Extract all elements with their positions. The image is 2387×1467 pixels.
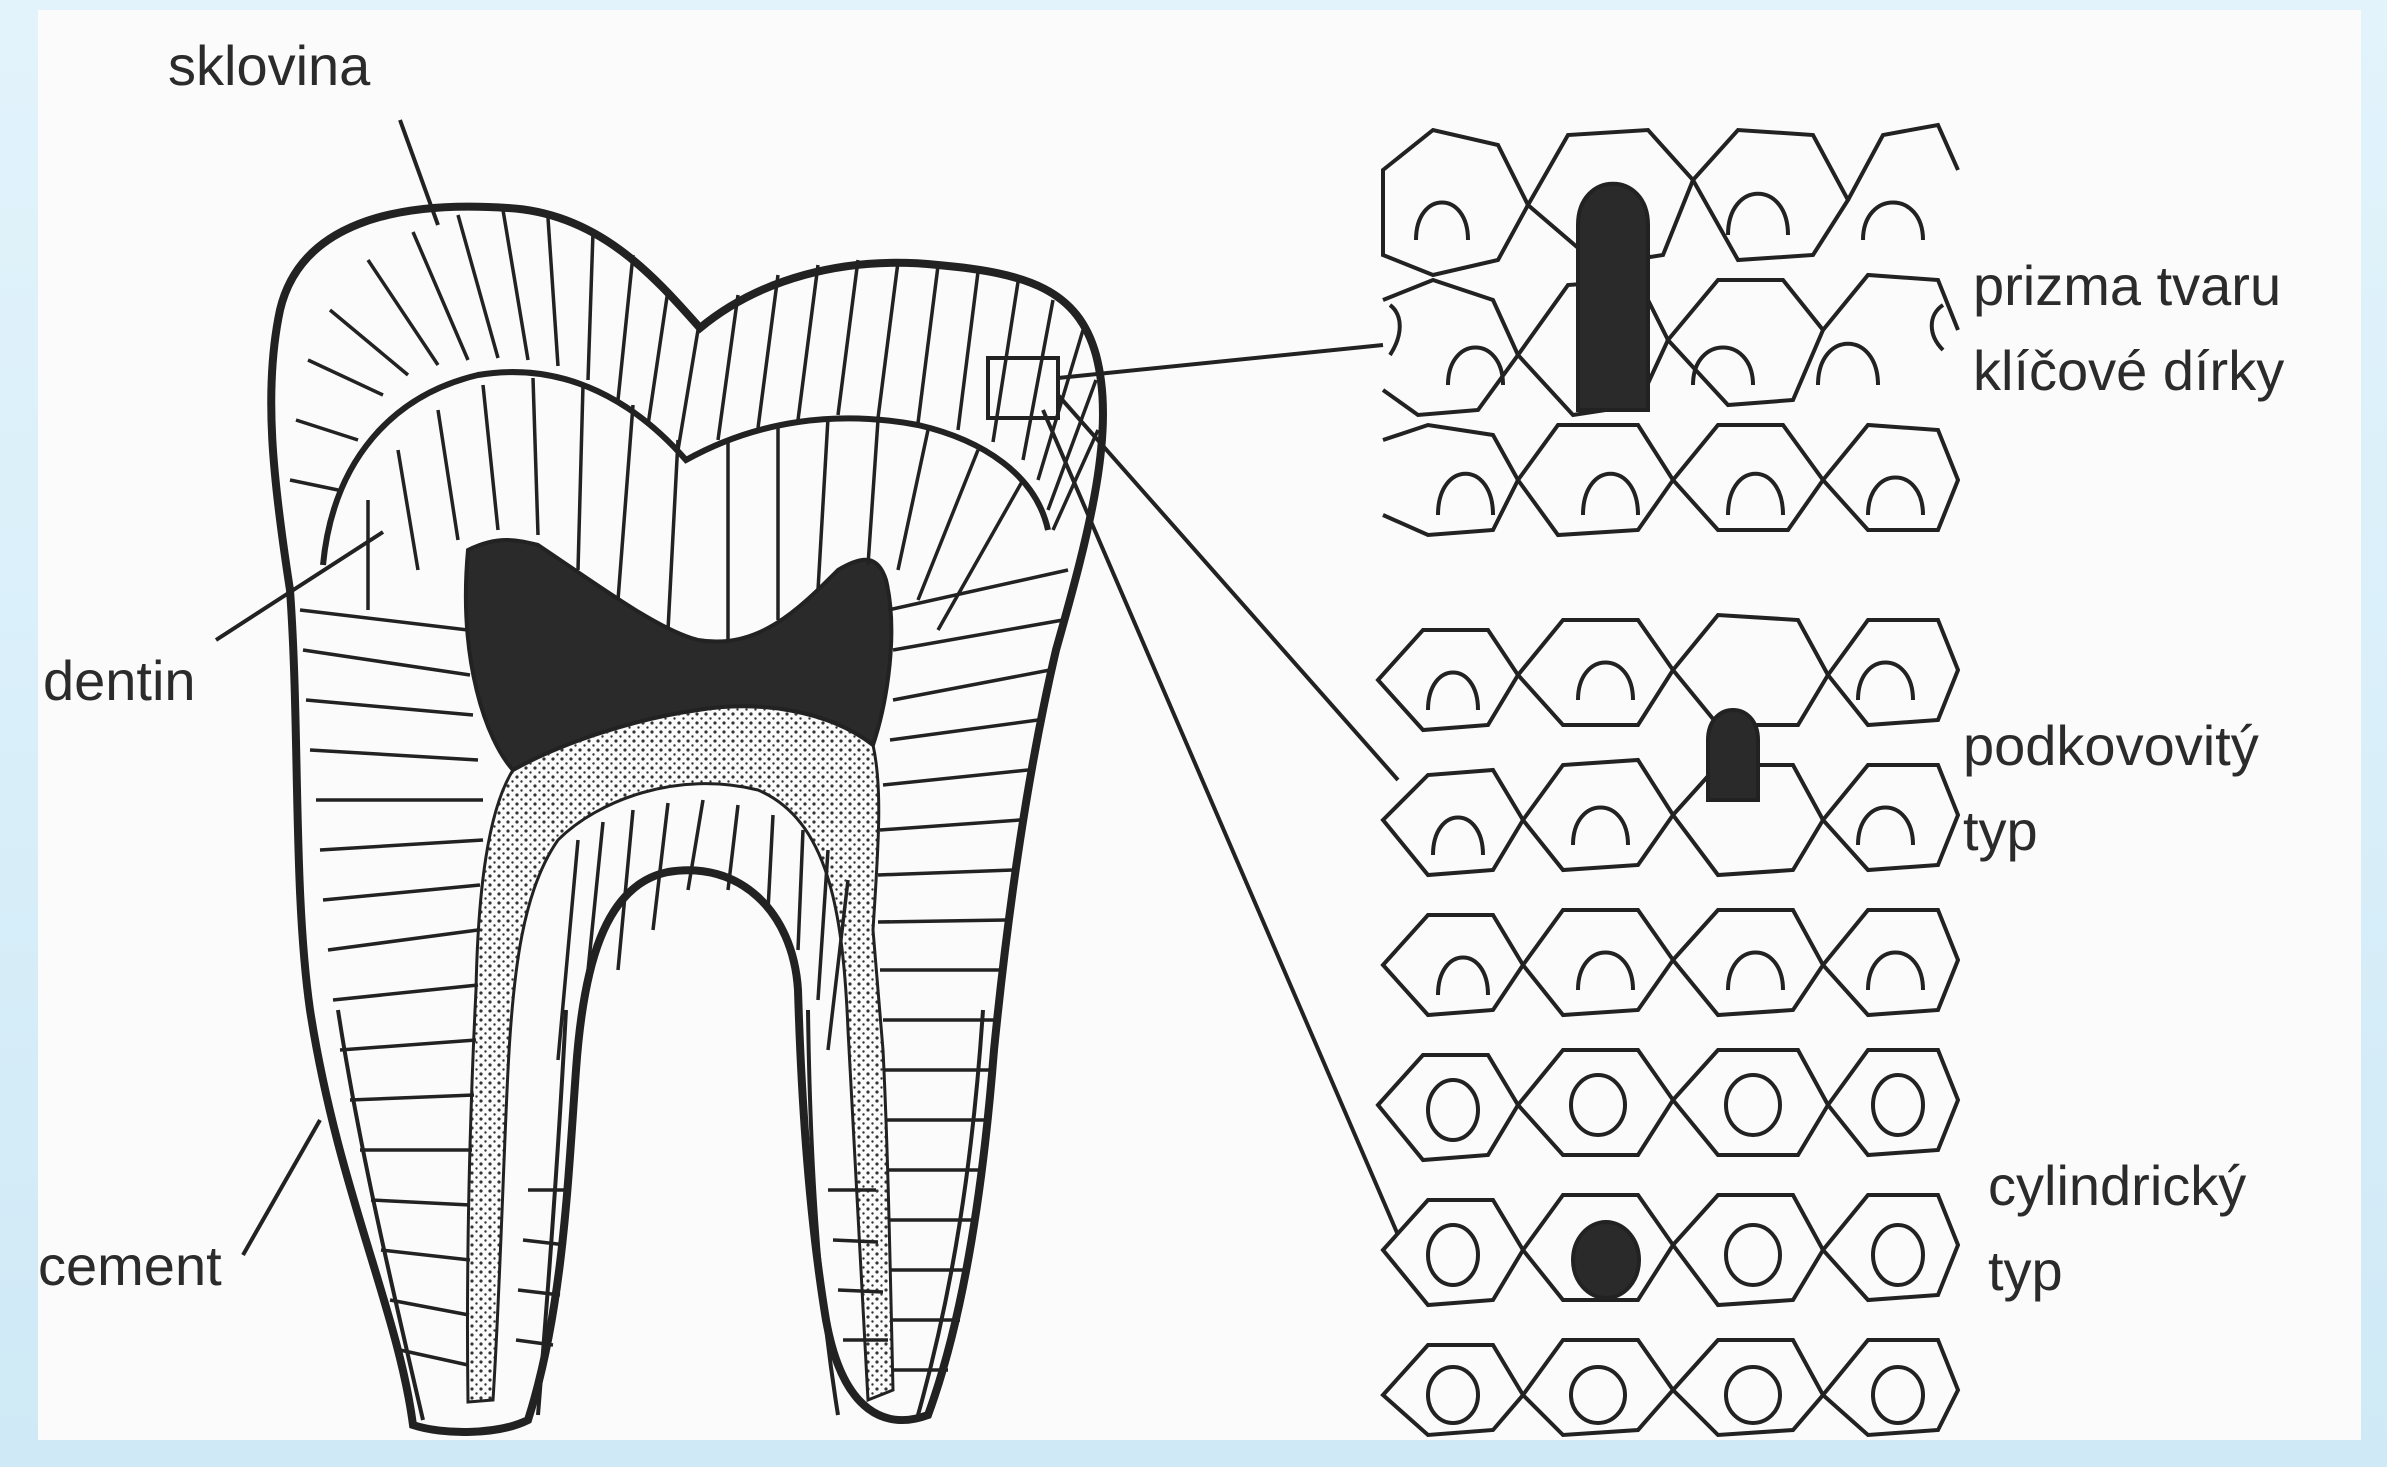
label-horseshoe-line1: podkovovitý	[1963, 714, 2259, 777]
label-enamel: sklovina	[168, 34, 371, 97]
label-keyhole-line2: klíčové dírky	[1973, 339, 2284, 402]
cylindrical-prism-highlight	[1573, 1222, 1639, 1298]
tooth-prism-diagram: sklovina dentin cement prizma tvaru klíč…	[38, 10, 2361, 1440]
tooth-drawing	[271, 207, 1103, 1432]
enamel-prisms	[290, 210, 1098, 640]
pointer-cylindrical	[1043, 410, 1398, 1235]
keyhole-prism-highlight	[1578, 184, 1648, 410]
label-cylindrical-line1: cylindrický	[1988, 1154, 2246, 1217]
leader-dentin	[216, 532, 383, 640]
label-cement: cement	[38, 1234, 222, 1297]
pointer-keyhole	[1058, 345, 1383, 378]
label-horseshoe-line2: typ	[1963, 799, 2038, 862]
prism-cylindrical	[1378, 1050, 1958, 1435]
pulp-stipple	[467, 706, 893, 1402]
horseshoe-prism-highlight	[1708, 710, 1758, 800]
label-keyhole-line1: prizma tvaru	[1973, 254, 2281, 317]
label-dentin: dentin	[43, 649, 196, 712]
pointer-horseshoe	[1058, 395, 1398, 780]
label-cylindrical-line2: typ	[1988, 1239, 2063, 1302]
diagram-panel: sklovina dentin cement prizma tvaru klíč…	[38, 10, 2361, 1440]
leader-cement	[243, 1120, 320, 1255]
prism-horseshoe	[1378, 615, 1958, 1015]
prism-keyhole	[1383, 125, 1958, 535]
